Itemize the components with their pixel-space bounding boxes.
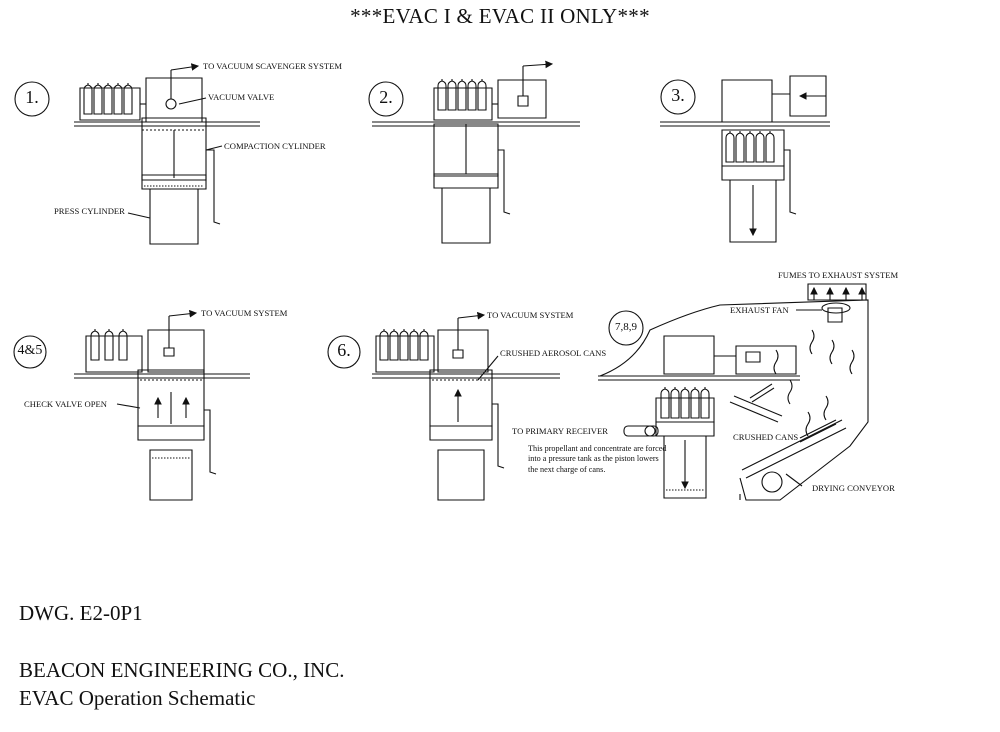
- step-7-8-9-diagram: [598, 284, 868, 500]
- step-3-diagram: [660, 76, 830, 242]
- step-6-circle: [328, 336, 360, 368]
- label-compaction-cylinder: COMPACTION CYLINDER: [224, 141, 326, 151]
- step-1-diagram: [15, 63, 260, 244]
- drawing-title: EVAC Operation Schematic: [19, 686, 256, 710]
- propellant-note: This propellant and concentrate are forc…: [528, 444, 667, 474]
- step-4-5-circle: [14, 336, 46, 368]
- step-4-5-diagram: [14, 309, 250, 500]
- step-6-diagram: [328, 311, 560, 500]
- label-to-vacuum-system-6: TO VACUUM SYSTEM: [487, 310, 574, 320]
- label-check-valve-open: CHECK VALVE OPEN: [24, 399, 107, 409]
- label-to-vacuum-scavenger: TO VACUUM SCAVENGER SYSTEM: [203, 61, 343, 71]
- step-1-circle: [15, 82, 49, 116]
- label-crushed-aerosol-cans: CRUSHED AEROSOL CANS: [500, 348, 607, 358]
- drawing-number: DWG. E2-0P1: [19, 601, 143, 625]
- step-2-number: 2.: [379, 87, 393, 107]
- step-6-number: 6.: [337, 340, 351, 360]
- step-3-circle: [661, 80, 695, 114]
- label-fumes-to-exhaust: FUMES TO EXHAUST SYSTEM: [778, 270, 899, 280]
- step-4-5-number: 4&5: [17, 343, 43, 358]
- step-2-circle: [369, 82, 403, 116]
- step-3-number: 3.: [671, 85, 685, 105]
- sheet-title: ***EVAC I & EVAC II ONLY***: [350, 4, 650, 28]
- step-7-8-9-circle: [609, 311, 643, 345]
- step-7-8-9-number: 7,8,9: [615, 321, 637, 333]
- step-1-number: 1.: [25, 87, 39, 107]
- label-exhaust-fan: EXHAUST FAN: [730, 305, 789, 315]
- label-press-cylinder: PRESS CYLINDER: [54, 206, 125, 216]
- label-to-primary-receiver: TO PRIMARY RECEIVER: [512, 426, 608, 436]
- label-vacuum-valve: VACUUM VALVE: [208, 92, 275, 102]
- label-drying-conveyor: DRYING CONVEYOR: [812, 483, 895, 493]
- label-crushed-cans: CRUSHED CANS: [733, 432, 799, 442]
- label-to-vacuum-system-4-5: TO VACUUM SYSTEM: [201, 308, 288, 318]
- step-2-diagram: [369, 60, 580, 243]
- company-name: BEACON ENGINEERING CO., INC.: [19, 658, 345, 682]
